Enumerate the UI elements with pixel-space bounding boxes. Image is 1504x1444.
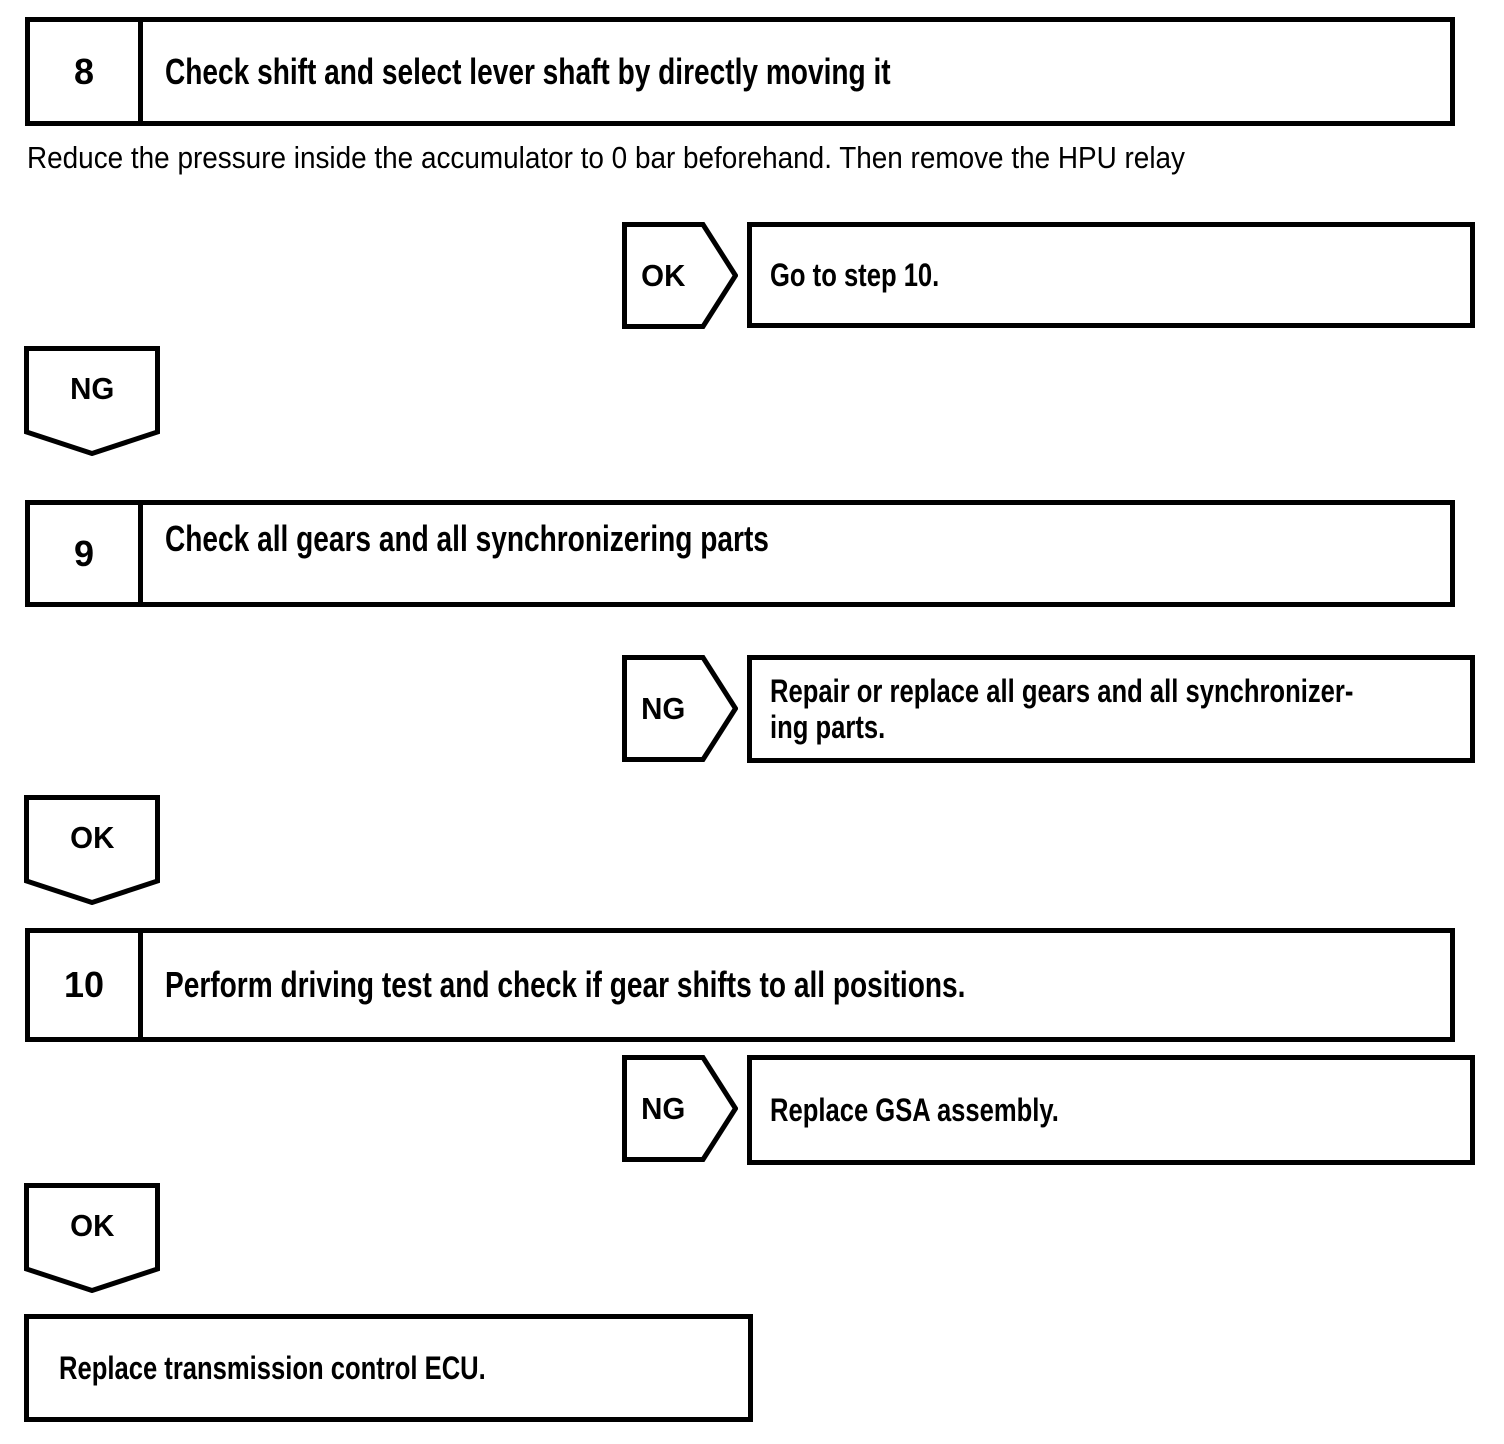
step-8-title: Check shift and select lever shaft by di… xyxy=(165,50,891,92)
ng-branch-arrow-icon: NG xyxy=(622,655,738,762)
ok-connector-2-label: OK xyxy=(69,1208,115,1243)
go-to-step-10-box: Go to step 10. xyxy=(747,222,1475,328)
replace-ecu-text: Replace transmission control ECU. xyxy=(59,1350,486,1386)
step-8-note: Reduce the pressure inside the accumulat… xyxy=(27,140,1185,175)
step-8-number-cell: 8 xyxy=(30,22,143,121)
replace-gsa-text: Replace GSA assembly. xyxy=(770,1092,1059,1128)
ok-connector-arrow-icon: OK xyxy=(24,795,160,905)
step-8-number: 8 xyxy=(73,50,95,92)
step-9-box: 9 Check all gears and all synchronizerin… xyxy=(25,500,1455,607)
ng-connector-label: NG xyxy=(69,371,115,406)
ng-branch-2-arrow-icon: NG xyxy=(622,1055,738,1162)
repair-replace-box: Repair or replace all gears and all sync… xyxy=(747,655,1475,763)
step-8-title-cell: Check shift and select lever shaft by di… xyxy=(143,22,1450,121)
replace-gsa-box: Replace GSA assembly. xyxy=(747,1055,1475,1165)
step-10-number: 10 xyxy=(63,964,105,1005)
step-9-title-cell: Check all gears and all synchronizering … xyxy=(143,505,1450,602)
ng-branch-label: NG xyxy=(641,690,686,726)
step-8-box: 8 Check shift and select lever shaft by … xyxy=(25,17,1455,126)
step-10-title-cell: Perform driving test and check if gear s… xyxy=(143,933,1450,1037)
step-10-number-cell: 10 xyxy=(30,933,143,1037)
repair-replace-text: Repair or replace all gears and all sync… xyxy=(770,673,1354,745)
ok-connector-label: OK xyxy=(69,820,115,855)
go-to-step-10-text: Go to step 10. xyxy=(770,257,940,293)
step-10-box: 10 Perform driving test and check if gea… xyxy=(25,928,1455,1042)
replace-ecu-box: Replace transmission control ECU. xyxy=(24,1314,753,1422)
step-9-title: Check all gears and all synchronizering … xyxy=(165,517,769,559)
step-10-title: Perform driving test and check if gear s… xyxy=(165,964,966,1005)
ok-branch-label: OK xyxy=(641,257,686,293)
step-9-number-cell: 9 xyxy=(30,505,143,602)
step-9-number: 9 xyxy=(73,532,95,574)
ng-connector-arrow-icon: NG xyxy=(24,346,160,456)
ng-branch-2-label: NG xyxy=(641,1090,686,1126)
ok-connector-2-arrow-icon: OK xyxy=(24,1183,160,1293)
ok-branch-arrow-icon: OK xyxy=(622,222,738,329)
